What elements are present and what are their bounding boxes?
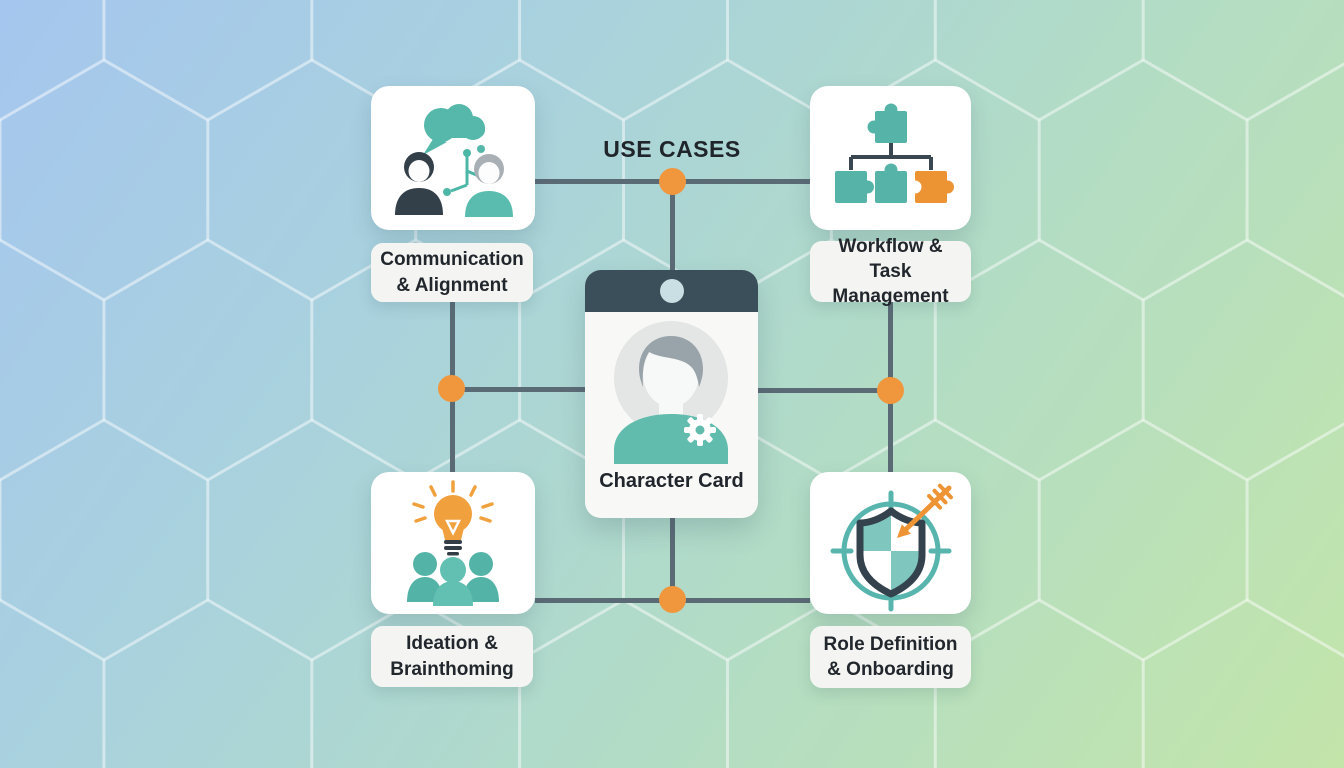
connector-line-center-to-bottom [670, 516, 675, 602]
gear-icon [684, 414, 716, 446]
label-line: & Alignment [396, 274, 508, 296]
communication-label: Communication & Alignment [371, 243, 533, 302]
person-avatar-gear-icon [614, 321, 728, 464]
role-definition-label: Role Definition & Onboarding [810, 626, 971, 688]
people-conversation-icon [395, 104, 513, 217]
ideation-card [371, 472, 535, 614]
connector-line-top-to-center [670, 182, 675, 274]
label-line: Task Management [832, 260, 949, 308]
character-card: Character Card [585, 270, 758, 518]
label-line: Brainthoming [390, 658, 514, 680]
badge-lanyard-hole [659, 279, 684, 303]
character-card-label: Character Card [599, 470, 744, 492]
diagram-title: USE CASES [603, 136, 741, 162]
puzzle-hierarchy-icon [834, 103, 954, 203]
label-line: Communication [380, 249, 524, 271]
connector-dot-bottom [659, 586, 686, 613]
connector-dot-right [877, 377, 904, 404]
connector-dot-left [438, 375, 465, 402]
label-line: Workflow & [838, 235, 943, 257]
role-definition-card [810, 472, 971, 614]
label-line: Role Definition [823, 633, 958, 655]
shield-target-icon [830, 483, 953, 612]
workflow-label: Workflow & Task Management [810, 236, 971, 307]
communication-card [371, 86, 535, 230]
connector-line-left-to-center [452, 387, 587, 392]
workflow-card [810, 86, 971, 230]
label-line: Ideation & [406, 633, 498, 655]
lightbulb-team-icon [407, 480, 499, 606]
label-line: & Onboarding [827, 659, 954, 680]
connector-line-right-to-center [756, 388, 890, 393]
connector-dot-top [659, 168, 686, 195]
badge-header-band [585, 270, 758, 312]
ideation-label: Ideation & Brainthoming [371, 626, 533, 687]
